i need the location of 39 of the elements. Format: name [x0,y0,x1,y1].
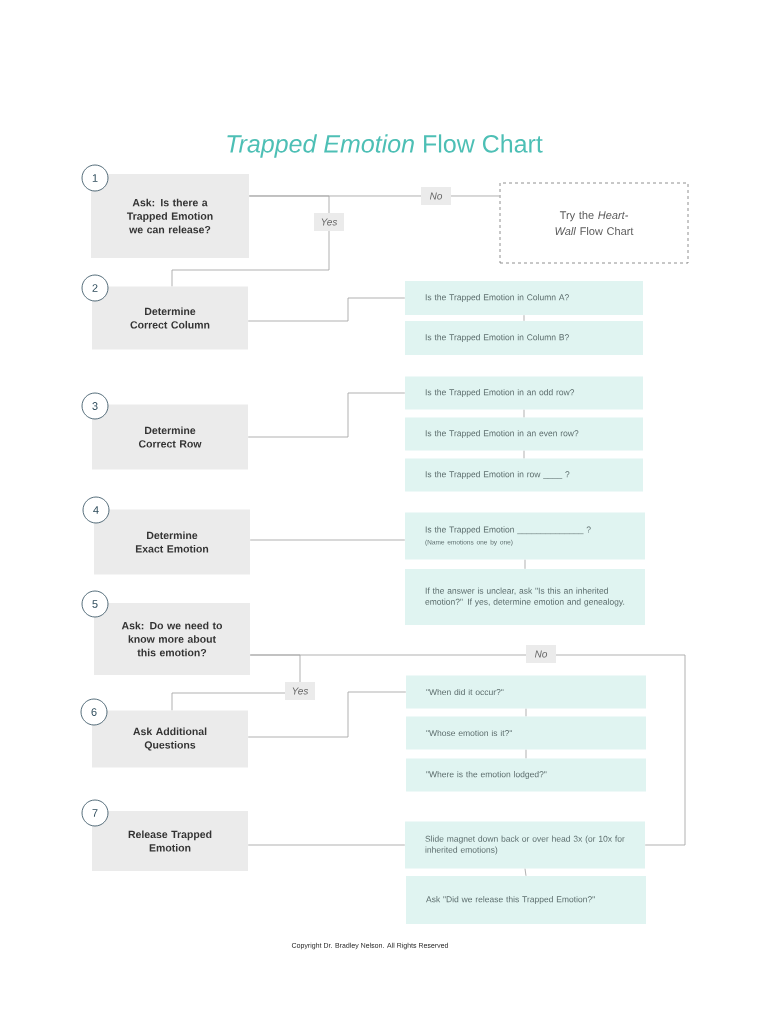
question-box: "Whose emotion is it?" [406,716,646,750]
question-box: Slide magnet down back or over head 3x (or 10x for inherited emotions) [405,821,645,869]
connector-line [171,654,301,711]
question-box: Is the Trapped Emotion in an odd row? [405,376,643,410]
step-number: 7 [81,799,109,827]
connector-line [247,691,407,738]
connector-line [249,654,686,846]
question-box: Is the Trapped Emotion in row ____ ? [405,458,643,492]
step-number: 1 [81,164,109,192]
edge-label: Yes [314,213,344,231]
step-number: 3 [81,392,109,420]
connector-line [523,409,525,418]
connector-line [524,559,526,570]
step-number: 2 [81,274,109,302]
connector-line [525,708,527,717]
question-box: "Where is the emotion lodged?" [406,758,646,792]
question-box: "When did it occur?" [406,675,646,709]
question-box: Ask "Did we release this Trapped Emotion?" [406,876,646,924]
edge-label: No [526,645,556,663]
connector-line [247,844,406,846]
connector-line [524,868,527,877]
step-number: 6 [80,698,108,726]
connector-line [247,297,406,322]
question-box: Is the Trapped Emotion in an even row? [405,417,643,451]
step-number: 5 [81,590,109,618]
connector-line [249,539,406,541]
question-box: If the answer is unclear, ask "Is this an inherited emotion?" If yes, determine emotion and genealogy. [405,569,645,625]
edge-label: No [421,187,451,205]
question-box: Is the Trapped Emotion in Column B? [405,321,643,355]
dashed-box: Try the Heart-Wall Flow Chart [499,182,689,264]
step-number: 4 [82,496,110,524]
connector-line [523,314,525,322]
connector-line [523,450,525,459]
connector-line [525,749,527,759]
connector-line [171,195,330,287]
connector-line [247,392,406,438]
question-box: Is the Trapped Emotion in Column A? [405,281,643,315]
edge-label: Yes [285,682,315,700]
title: Trapped Emotion Flow Chart [227,134,543,158]
